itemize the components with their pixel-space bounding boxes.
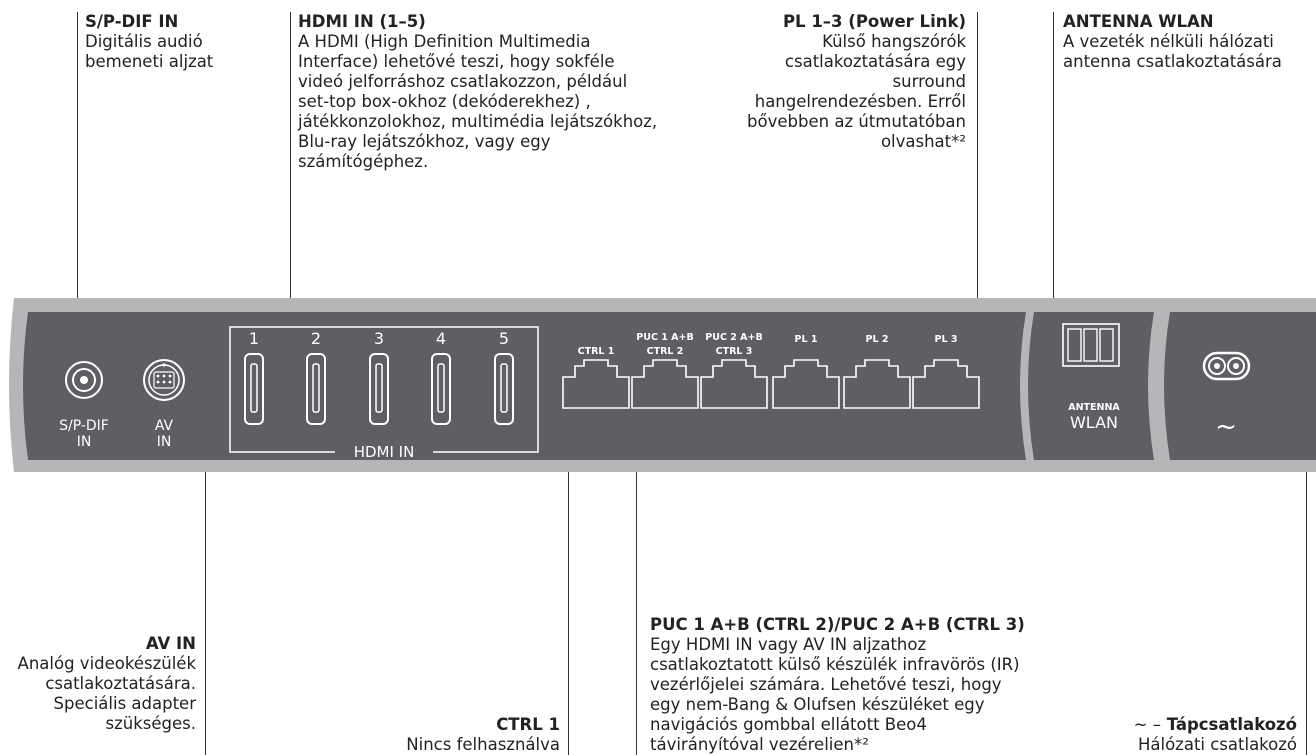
antenna-wlan-label: WLAN bbox=[1070, 413, 1118, 432]
avin-description: Analóg videokészülék csatlakoztatására. … bbox=[17, 654, 196, 733]
spdif-jack[interactable] bbox=[65, 361, 103, 399]
spdif-label-1: S/P-DIF bbox=[59, 418, 109, 434]
port-pl3[interactable]: PL 3 bbox=[912, 334, 980, 409]
leader-line-power bbox=[1306, 395, 1308, 755]
connector-panel: S/P-DIF IN AV IN HDMI IN 1 2 3 4 bbox=[9, 298, 1316, 472]
port-ctrl2[interactable]: PUC 1 A+B CTRL 2 bbox=[631, 332, 699, 409]
hdmi-frame bbox=[229, 326, 539, 453]
avin-title: AV IN bbox=[145, 634, 196, 653]
hdmi-number-3: 3 bbox=[374, 329, 384, 348]
av-in-jack[interactable] bbox=[143, 359, 185, 401]
ctrl1-title: CTRL 1 bbox=[496, 715, 560, 734]
leader-line-spdif bbox=[77, 12, 79, 367]
antenna-callout: ANTENNA WLAN A vezeték nélküli hálózati … bbox=[1063, 12, 1308, 72]
hdmi-port-3[interactable]: 3 bbox=[369, 329, 389, 425]
hdmi-callout: HDMI IN (1–5) A HDMI (High Definition Mu… bbox=[298, 12, 663, 172]
main-panel bbox=[23, 312, 1026, 460]
puc-callout: PUC 1 A+B (CTRL 2)/PUC 2 A+B (CTRL 3) Eg… bbox=[650, 615, 1030, 755]
hdmi-number-5: 5 bbox=[499, 329, 509, 348]
hdmi-number-4: 4 bbox=[436, 329, 446, 348]
puc-title: PUC 1 A+B (CTRL 2)/PUC 2 A+B (CTRL 3) bbox=[650, 615, 1025, 634]
leader-line-puc bbox=[636, 418, 638, 755]
hdmi-port-5[interactable]: 5 bbox=[494, 329, 514, 425]
port-pl2[interactable]: PL 2 bbox=[843, 334, 911, 409]
av-label-1: AV bbox=[155, 418, 174, 434]
leader-line-pl bbox=[977, 12, 979, 350]
port-ctrl3-label-top: PUC 2 A+B bbox=[705, 332, 762, 343]
antenna-title: ANTENNA WLAN bbox=[1063, 12, 1214, 31]
leader-line-antenna bbox=[1053, 12, 1055, 312]
hdmi-port-4[interactable]: 4 bbox=[431, 329, 451, 425]
power-title: ~ – Tápcsatlakozó bbox=[1080, 715, 1297, 735]
antenna-description: A vezeték nélküli hálózati antenna csatl… bbox=[1063, 32, 1282, 71]
hdmi-in-label: HDMI IN bbox=[354, 443, 415, 461]
spdif-title: S/P-DIF IN bbox=[85, 12, 179, 31]
port-pl3-label: PL 3 bbox=[935, 334, 958, 345]
port-ctrl2-label-top: PUC 1 A+B bbox=[636, 332, 693, 343]
spdif-description: Digitális audió bemeneti aljzat bbox=[85, 32, 214, 71]
ac-symbol-icon: ~ bbox=[1215, 412, 1237, 442]
port-ctrl3[interactable]: PUC 2 A+B CTRL 3 bbox=[700, 332, 768, 409]
power-panel bbox=[1164, 312, 1316, 460]
port-pl1-label: PL 1 bbox=[795, 334, 818, 345]
spdif-callout: S/P-DIF IN Digitális audió bemeneti aljz… bbox=[85, 12, 235, 72]
power-symbol: ~ – bbox=[1133, 715, 1161, 734]
port-pl2-label: PL 2 bbox=[866, 334, 889, 345]
leader-line-hdmi bbox=[290, 12, 292, 320]
leader-line-avin bbox=[205, 418, 207, 755]
power-description: Hálózati csatlakozó bbox=[1137, 735, 1297, 754]
power-title-text: Tápcsatlakozó bbox=[1166, 715, 1297, 734]
power-socket[interactable] bbox=[1202, 351, 1251, 381]
hdmi-title: HDMI IN (1–5) bbox=[298, 12, 426, 31]
hdmi-port-1[interactable]: 1 bbox=[244, 329, 264, 425]
av-label-2: IN bbox=[157, 434, 172, 450]
hdmi-number-2: 2 bbox=[311, 329, 321, 348]
port-ctrl1[interactable]: CTRL 1 bbox=[562, 346, 630, 409]
antenna-panel bbox=[1028, 312, 1154, 460]
puc-description: Egy HDMI IN vagy AV IN aljzathoz csatlak… bbox=[650, 635, 1020, 754]
leader-line-ctrl1 bbox=[568, 418, 570, 755]
port-ctrl2-label: CTRL 2 bbox=[647, 346, 684, 357]
hdmi-number-1: 1 bbox=[249, 329, 259, 348]
ctrl1-callout: CTRL 1 Nincs felhasználva bbox=[380, 715, 560, 755]
port-ctrl3-label: CTRL 3 bbox=[716, 346, 753, 357]
spdif-label-2: IN bbox=[77, 434, 92, 450]
antenna-wlan-connector[interactable] bbox=[1062, 323, 1120, 367]
ctrl1-description: Nincs felhasználva bbox=[406, 735, 560, 754]
antenna-small-label: ANTENNA bbox=[1068, 402, 1120, 413]
pl-callout: PL 1–3 (Power Link) Külső hangszórók csa… bbox=[730, 12, 966, 152]
pl-description: Külső hangszórók csatlakoztatására egy s… bbox=[747, 32, 966, 151]
port-pl1[interactable]: PL 1 bbox=[772, 334, 840, 409]
pl-title: PL 1–3 (Power Link) bbox=[782, 12, 966, 31]
power-callout: ~ – Tápcsatlakozó Hálózati csatlakozó bbox=[1080, 715, 1297, 755]
avin-callout: AV IN Analóg videokészülék csatlakoztatá… bbox=[0, 634, 196, 734]
port-ctrl1-label: CTRL 1 bbox=[578, 346, 615, 357]
hdmi-description: A HDMI (High Definition Multimedia Inter… bbox=[298, 32, 658, 171]
hdmi-port-2[interactable]: 2 bbox=[306, 329, 326, 425]
